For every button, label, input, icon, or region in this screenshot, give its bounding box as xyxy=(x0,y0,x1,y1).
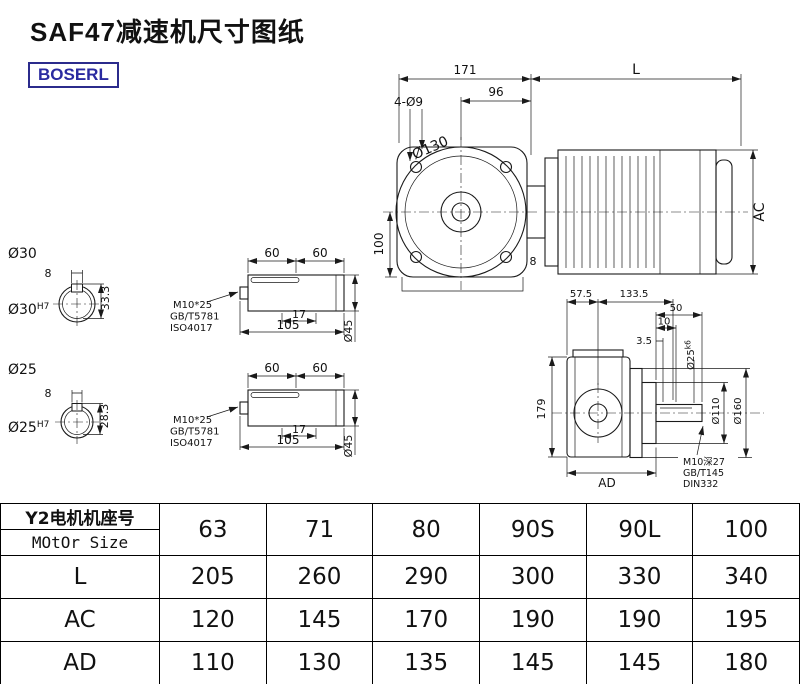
bore-view-d30: Ø30 8 33.3 Ø30H7 xyxy=(8,246,112,328)
shaft1-bolt-label: M10*25 xyxy=(173,300,212,311)
side-tap-label: M10深27 xyxy=(683,457,725,468)
dim-L-label: L xyxy=(632,62,640,78)
front-view: 171 L 96 4-Ø9 Ø130 100 8 AC xyxy=(372,62,768,292)
shaft2-bolt-label: M10*25 xyxy=(173,415,212,426)
shaft2-dim-17: 17 xyxy=(292,423,306,436)
shaft1-dim-60b: 60 xyxy=(312,246,327,260)
shaft2-dim-60b: 60 xyxy=(312,361,327,375)
table-cell-AC-5: 195 xyxy=(692,598,800,642)
bore-d25-keyheight-label: 28.3 xyxy=(98,404,111,429)
shaft2-std2-label: ISO4017 xyxy=(170,438,213,449)
side-dim-3-5: 3.5 xyxy=(636,336,652,347)
row-label-L: L xyxy=(0,555,160,599)
bore-d30-keywidth-label: 8 xyxy=(45,267,52,280)
table-row-AD: AD 110 130 135 145 145 180 xyxy=(0,641,800,684)
shaft-view-1: 60 60 17 105 Ø45 M10*25 GB/T5781 ISO4017 xyxy=(170,246,359,342)
shaft2-dim-60a: 60 xyxy=(264,361,279,375)
bore-d30-label: Ø30 xyxy=(8,246,37,262)
shaft1-dim-d45: Ø45 xyxy=(342,320,355,343)
table-cell-AD-0: 110 xyxy=(159,641,267,684)
row-label-AC: AC xyxy=(0,598,160,642)
motor-size-col-0: 63 xyxy=(159,503,267,556)
motor-size-col-2: 80 xyxy=(372,503,480,556)
dim-4xd9-label: 4-Ø9 xyxy=(394,95,423,109)
table-cell-L-4: 330 xyxy=(585,555,694,599)
side-dim-d160: Ø160 xyxy=(732,398,744,425)
dim-171-label: 171 xyxy=(454,63,477,77)
shaft1-dim-105: 105 xyxy=(277,318,300,332)
side-view: 57.5 133.5 50 10 3.5 Ø25k6 179 Ø110 xyxy=(535,289,764,490)
table-cell-AC-0: 120 xyxy=(159,598,267,642)
motor-size-col-1: 71 xyxy=(265,503,374,556)
table-cell-L-2: 290 xyxy=(372,555,480,599)
side-dim-10: 10 xyxy=(658,317,671,328)
dimension-table: Y2电机机座号 MOtOr Size 63 71 80 90S 90L 100 … xyxy=(0,503,800,684)
table-cell-AD-5: 180 xyxy=(692,641,800,684)
table-cell-L-3: 300 xyxy=(478,555,587,599)
table-cell-AD-1: 130 xyxy=(265,641,374,684)
table-cell-AD-3: 145 xyxy=(478,641,587,684)
table-cell-L-0: 205 xyxy=(159,555,267,599)
shaft2-dim-d45: Ø45 xyxy=(342,435,355,458)
side-dim-57-5: 57.5 xyxy=(570,289,592,300)
page-title: SAF47减速机尺寸图纸 xyxy=(30,17,305,47)
side-dim-AD: AD xyxy=(598,476,615,490)
table-cell-AC-1: 145 xyxy=(265,598,374,642)
dim-96-label: 96 xyxy=(488,85,503,99)
bore-d25-label: Ø25 xyxy=(8,362,37,378)
motor-size-header-cell: Y2电机机座号 MOtOr Size xyxy=(0,503,160,556)
table-header-row: Y2电机机座号 MOtOr Size 63 71 80 90S 90L 100 xyxy=(0,503,800,556)
bore-d30-tolerance-label: Ø30H7 xyxy=(8,302,49,318)
shaft1-std2-label: ISO4017 xyxy=(170,323,213,334)
table-cell-L-5: 340 xyxy=(692,555,800,599)
table-cell-AC-4: 190 xyxy=(585,598,694,642)
shaft1-dim-17: 17 xyxy=(292,308,306,321)
dim-d130-label: Ø130 xyxy=(410,133,451,163)
table-row-L: L 205 260 290 300 330 340 xyxy=(0,555,800,599)
side-shaft-dia-label: Ø25k6 xyxy=(684,340,698,370)
dim-AC-label: AC xyxy=(752,202,768,221)
shaft1-std1-label: GB/T5781 xyxy=(170,312,220,323)
side-dim-133-5: 133.5 xyxy=(620,289,649,300)
table-cell-AD-4: 145 xyxy=(585,641,694,684)
shaft2-std1-label: GB/T5781 xyxy=(170,427,220,438)
motor-size-col-3: 90S xyxy=(478,503,587,556)
table-row-AC: AC 120 145 170 190 190 195 xyxy=(0,598,800,642)
side-std1-label: GB/T145 xyxy=(683,468,724,479)
row-label-AD: AD xyxy=(0,641,160,684)
shaft2-dim-105: 105 xyxy=(277,433,300,447)
table-cell-AC-3: 190 xyxy=(478,598,587,642)
table-cell-AC-2: 170 xyxy=(372,598,480,642)
table-cell-L-1: 260 xyxy=(265,555,374,599)
motor-size-header-en: MOtOr Size xyxy=(31,533,129,552)
motor-size-col-5: 100 xyxy=(692,503,800,556)
dim-100-label: 100 xyxy=(372,233,386,256)
shaft-view-2: 60 60 17 105 Ø45 M10*25 GB/T5781 ISO4017 xyxy=(170,361,359,457)
motor-size-header-cn: Y2电机机座号 xyxy=(1,504,159,530)
table-cell-AD-2: 135 xyxy=(372,641,480,684)
bore-view-d25: Ø25 8 28.3 Ø25H7 xyxy=(8,362,111,444)
shaft1-dim-60a: 60 xyxy=(264,246,279,260)
bore-d25-tolerance-label: Ø25H7 xyxy=(8,420,49,436)
bore-d30-keyheight-label: 33.3 xyxy=(99,286,112,311)
dim-8-label: 8 xyxy=(530,255,537,268)
side-dim-50: 50 xyxy=(670,303,683,314)
motor-size-col-4: 90L xyxy=(585,503,694,556)
side-std2-label: DIN332 xyxy=(683,479,718,490)
bore-d25-keywidth-label: 8 xyxy=(45,387,52,400)
side-dim-d110: Ø110 xyxy=(710,398,722,425)
brand-logo: BOSERL xyxy=(28,62,119,88)
side-dim-179: 179 xyxy=(535,399,548,420)
